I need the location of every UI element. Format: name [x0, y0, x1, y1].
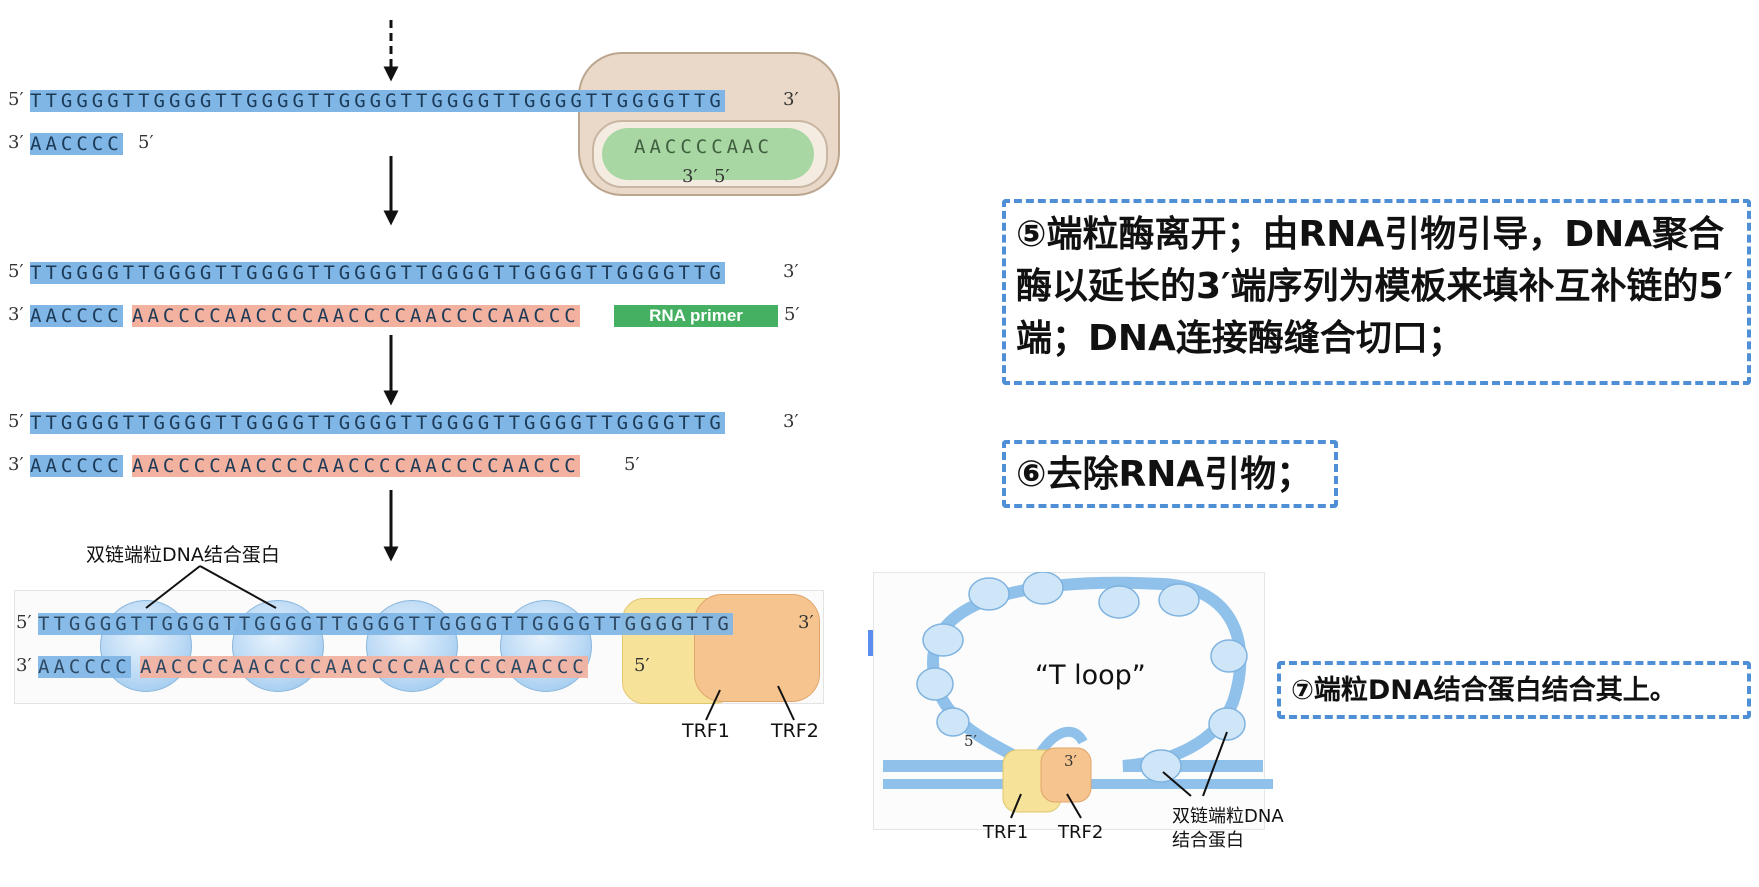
five-prime-end: 5′	[784, 304, 800, 325]
three-prime-end: 3′	[783, 411, 799, 432]
three-prime-end: 3′	[8, 454, 24, 475]
trf2-label: TRF2	[1058, 822, 1104, 843]
row3-bottom-new-strand: AACCCCAACCCCAACCCCAACCCCAACCC	[132, 455, 580, 477]
five-prime-end: 5′	[634, 655, 650, 676]
three-prime-end: 3′	[1064, 752, 1077, 770]
t-loop-title: “T loop”	[1035, 660, 1146, 691]
step6-callout: ⑥去除RNA引物；	[1002, 440, 1338, 508]
template-three-prime: 3′	[682, 166, 698, 187]
trf1-label: TRF1	[682, 720, 730, 742]
step7-callout: ⑦端粒DNA结合蛋白结合其上。	[1277, 661, 1751, 719]
three-prime-end: 3′	[16, 655, 32, 676]
three-prime-end: 3′	[8, 304, 24, 325]
ds-binding-protein-label: 双链端粒DNA结合蛋白	[86, 544, 280, 566]
t-loop-diagram	[883, 572, 1273, 819]
row4-bottom-new-strand: AACCCCAACCCCAACCCCAACCCCAACCC	[140, 656, 588, 678]
row1-top-strand: TTGGGGTTGGGGTTGGGGTTGGGGTTGGGGTTGGGGTTGG…	[30, 90, 725, 112]
trf2-label: TRF2	[771, 720, 819, 742]
three-prime-end: 3′	[8, 132, 24, 153]
step5-callout: ⑤端粒酶离开；由RNA引物引导，DNA聚合酶以延长的3′端序列为模板来填补互补链…	[1002, 199, 1751, 385]
five-prime-end: 5′	[8, 261, 24, 282]
rna-primer: RNA primer	[614, 305, 778, 327]
row4-top-strand: TTGGGGTTGGGGTTGGGGTTGGGGTTGGGGTTGGGGTTGG…	[38, 613, 733, 635]
three-prime-end: 3′	[798, 612, 814, 633]
template-five-prime: 5′	[714, 166, 730, 187]
five-prime-end: 5′	[624, 454, 640, 475]
five-prime-end: 5′	[964, 732, 977, 750]
rna-template	[602, 128, 814, 180]
loop-ds-protein-label-2: 结合蛋白	[1172, 830, 1244, 851]
five-prime-end: 5′	[138, 132, 154, 153]
trf1-label: TRF1	[983, 822, 1029, 843]
row3-top-strand: TTGGGGTTGGGGTTGGGGTTGGGGTTGGGGTTGGGGTTGG…	[30, 412, 725, 434]
five-prime-end: 5′	[8, 411, 24, 432]
row2-bottom-new-strand: AACCCCAACCCCAACCCCAACCCCAACCC	[132, 305, 580, 327]
three-prime-end: 3′	[783, 261, 799, 282]
rna-template-sequence: AACCCCAAC	[634, 136, 773, 158]
five-prime-end: 5′	[16, 612, 32, 633]
row4-bottom-original: AACCCC	[38, 656, 131, 678]
row2-top-strand: TTGGGGTTGGGGTTGGGGTTGGGGTTGGGGTTGGGGTTGG…	[30, 262, 725, 284]
five-prime-end: 5′	[8, 89, 24, 110]
row3-bottom-original: AACCCC	[30, 455, 123, 477]
row2-bottom-original: AACCCC	[30, 305, 123, 327]
three-prime-end: 3′	[783, 89, 799, 110]
row1-bottom-strand: AACCCC	[30, 133, 123, 155]
loop-ds-protein-label: 双链端粒DNA	[1172, 806, 1284, 827]
trf2-protein	[694, 594, 820, 702]
